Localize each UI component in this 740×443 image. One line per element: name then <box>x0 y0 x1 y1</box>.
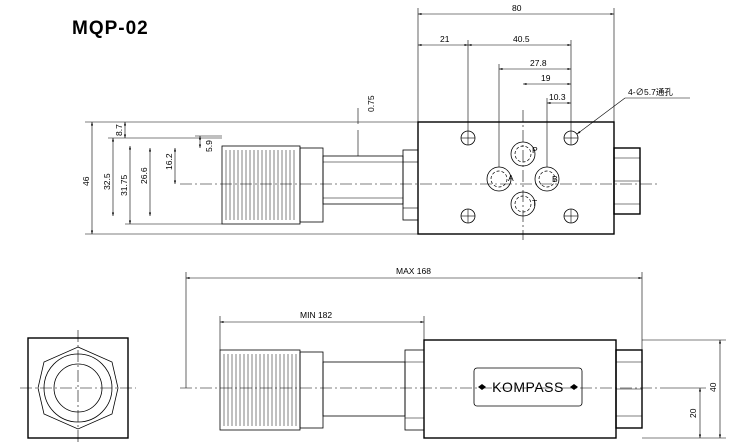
knob-knurling-side <box>223 354 297 426</box>
collar-top <box>299 147 324 223</box>
end-view <box>20 330 136 443</box>
nameplate-diamond-right-icon <box>570 384 578 390</box>
dim-min: MIN 182 <box>300 310 332 320</box>
nameplate <box>473 367 583 407</box>
dim-80: 80 <box>512 3 522 13</box>
dim-5-9: 5.9 <box>204 140 214 152</box>
dim-40: 40 <box>708 382 718 392</box>
dim-16-2: 16.2 <box>164 153 174 170</box>
dim-31-75: 31.75 <box>119 174 129 196</box>
port-t-label: T <box>532 198 537 208</box>
valve-body-top <box>417 121 615 235</box>
dim-26-6: 26.6 <box>139 167 149 184</box>
dim-20: 20 <box>688 408 698 418</box>
knob-knurling-top <box>225 150 295 220</box>
dim-19: 19 <box>541 73 551 83</box>
side-view: KOMPASS MAX 168 MIN 182 40 20 <box>180 266 726 439</box>
stem-top <box>322 155 404 205</box>
dim-27-8: 27.8 <box>530 58 547 68</box>
end-view-hex <box>37 346 119 430</box>
dim-21: 21 <box>440 34 450 44</box>
dim-10-3: 10.3 <box>549 92 566 102</box>
brand-label: KOMPASS <box>492 379 564 395</box>
dim-0-75: 0.75 <box>366 95 376 112</box>
collar-side <box>299 351 324 429</box>
dim-40-5: 40.5 <box>513 34 530 44</box>
port-a-label: A <box>508 173 514 183</box>
top-view: P T A B 80 <box>81 3 690 240</box>
port-p-label: P <box>532 145 538 155</box>
mounting-holes-top <box>460 130 579 224</box>
hole-note: 4-∅5.7通孔 <box>628 87 673 97</box>
dim-max: MAX 168 <box>396 266 431 276</box>
dim-8-7: 8.7 <box>114 124 124 136</box>
lock-nut-top <box>402 149 419 221</box>
dim-32-5: 32.5 <box>102 173 112 190</box>
nameplate-diamond-left-icon <box>478 384 486 390</box>
knob-top <box>221 145 301 225</box>
stem-side <box>322 361 406 417</box>
dim-46: 46 <box>81 176 91 186</box>
knob-side <box>219 349 301 431</box>
port-b-label: B <box>552 174 558 184</box>
model-title: MQP-02 <box>72 18 149 39</box>
